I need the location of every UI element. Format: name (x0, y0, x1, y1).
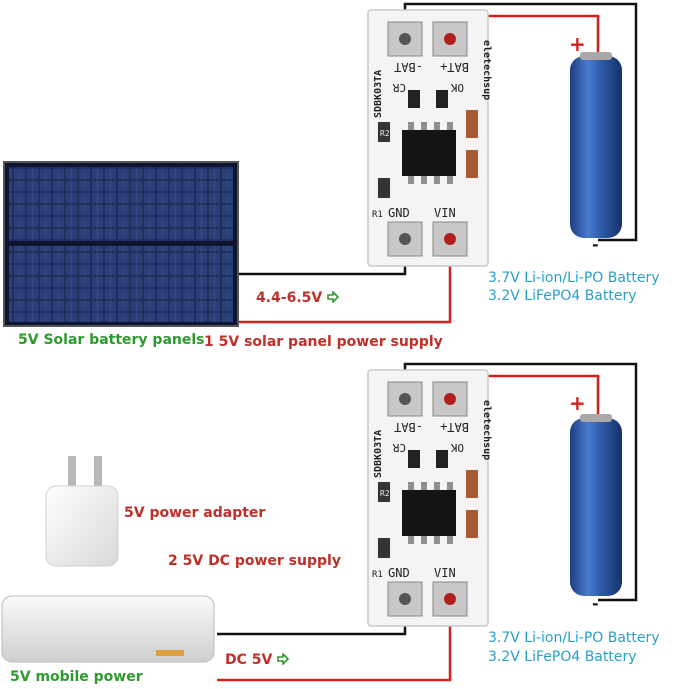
pin-gnd-label-top: GND (388, 206, 410, 220)
led-ok-label-bottom: OK (450, 441, 464, 454)
pin-bat-neg-bottom: -BAT (394, 420, 423, 434)
r2-label-top: R2 (380, 129, 390, 138)
module-model-top: SDBK03TA (373, 70, 384, 118)
bottom-voltage-text: DC 5V (225, 652, 273, 668)
pin-gnd-label-bottom: GND (388, 566, 410, 580)
solar-panel (3, 161, 239, 327)
top-battery-line2: 3.2V LiFePO4 Battery (488, 288, 637, 304)
top-battery-line1: 3.7V Li-ion/Li-PO Battery (488, 270, 660, 286)
top-voltage-label: 4.4-6.5V (256, 290, 340, 306)
pin-bat-neg-top: -BAT (394, 60, 423, 74)
module-model-bottom: SDBK03TA (373, 430, 384, 478)
arrow-right-icon (277, 653, 290, 665)
led-ok-label-top: OK (450, 81, 464, 94)
bottom-voltage-label: DC 5V (225, 652, 290, 668)
top-voltage-text: 4.4-6.5V (256, 290, 323, 306)
charge-module-top (367, 9, 489, 267)
r2-label-bottom: R2 (380, 489, 390, 498)
pin-bat-pos-top: BAT+ (440, 60, 469, 74)
power-adapter (45, 456, 119, 567)
pin-vin-label-bottom: VIN (434, 566, 456, 580)
adapter-label: 5V power adapter (124, 505, 266, 521)
mobile-power-label: 5V mobile power (10, 669, 143, 685)
battery-minus-top: - (592, 235, 599, 254)
arrow-right-icon (327, 291, 340, 303)
r1-label-top: R1 (372, 210, 383, 220)
charge-module-bottom (367, 369, 489, 627)
battery-top (570, 52, 622, 238)
bottom-battery-line1: 3.7V Li-ion/Li-PO Battery (488, 630, 660, 646)
power-bank (1, 595, 215, 663)
solar-panel-label: 5V Solar battery panels (18, 332, 205, 348)
led-cr-label-top: CR (392, 81, 406, 94)
bottom-battery-line2: 3.2V LiFePO4 Battery (488, 649, 637, 665)
battery-plus-bottom: + (569, 391, 586, 415)
led-cr-label-bottom: CR (392, 441, 406, 454)
battery-bottom (570, 414, 622, 596)
module-brand-bottom: eletechsup (481, 400, 492, 460)
battery-plus-top: + (569, 32, 586, 56)
pin-vin-label-top: VIN (434, 206, 456, 220)
pin-bat-pos-bottom: BAT+ (440, 420, 469, 434)
top-supply-title: 1 5V solar panel power supply (204, 334, 443, 350)
bottom-supply-title: 2 5V DC power supply (168, 553, 341, 569)
r1-label-bottom: R1 (372, 570, 383, 580)
module-brand-top: eletechsup (481, 40, 492, 100)
battery-minus-bottom: - (592, 594, 599, 613)
